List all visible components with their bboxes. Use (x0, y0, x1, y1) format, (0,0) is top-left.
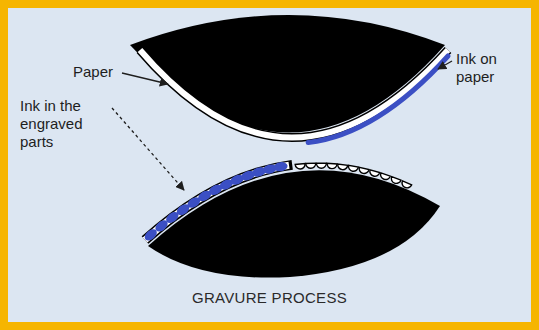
empty-cell (316, 163, 326, 168)
part-label: Paper (73, 63, 123, 81)
paper-outline (140, 50, 448, 138)
engraved-cells (143, 161, 412, 243)
part-label: Ink in the engraved parts (20, 97, 114, 151)
plate-outline (145, 163, 440, 240)
leader-line (112, 108, 184, 190)
impression-roller (130, 15, 445, 133)
empty-cell (370, 170, 380, 176)
empty-cell (348, 165, 358, 171)
empty-cell (338, 164, 348, 170)
part-label: Ink on paper (456, 50, 518, 86)
gravure-cylinder (148, 170, 440, 277)
leader-line (122, 73, 168, 84)
plate-surface (145, 163, 440, 240)
paper-sheet (140, 50, 448, 138)
empty-cell (391, 177, 401, 184)
empty-cell (306, 163, 316, 168)
empty-cell (327, 163, 337, 168)
empty-cell (381, 173, 391, 180)
empty-cell (402, 181, 412, 188)
ink-on-paper (140, 56, 448, 144)
empty-cell (359, 167, 369, 173)
empty-cell (295, 164, 305, 169)
caption: GRAVURE PROCESS (0, 289, 539, 306)
leader-line (438, 61, 452, 69)
ink-cell (273, 161, 288, 172)
